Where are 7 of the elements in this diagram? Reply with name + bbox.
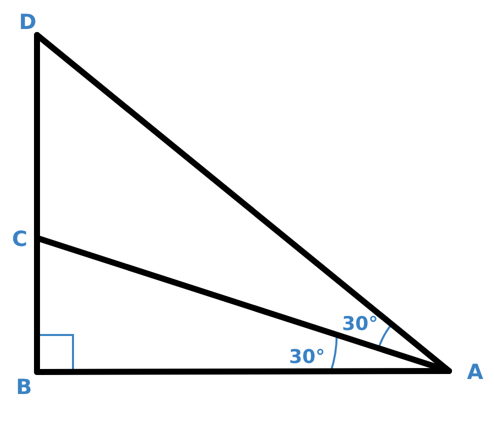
vertex-label: A: [467, 362, 484, 383]
angle-label: 30°: [342, 315, 378, 334]
line-segment: [34, 32, 452, 374]
vertex-label: C: [12, 229, 28, 250]
angle-label: 30°: [289, 348, 325, 367]
vertex-label: B: [16, 377, 32, 398]
vertex-label: D: [19, 12, 36, 33]
